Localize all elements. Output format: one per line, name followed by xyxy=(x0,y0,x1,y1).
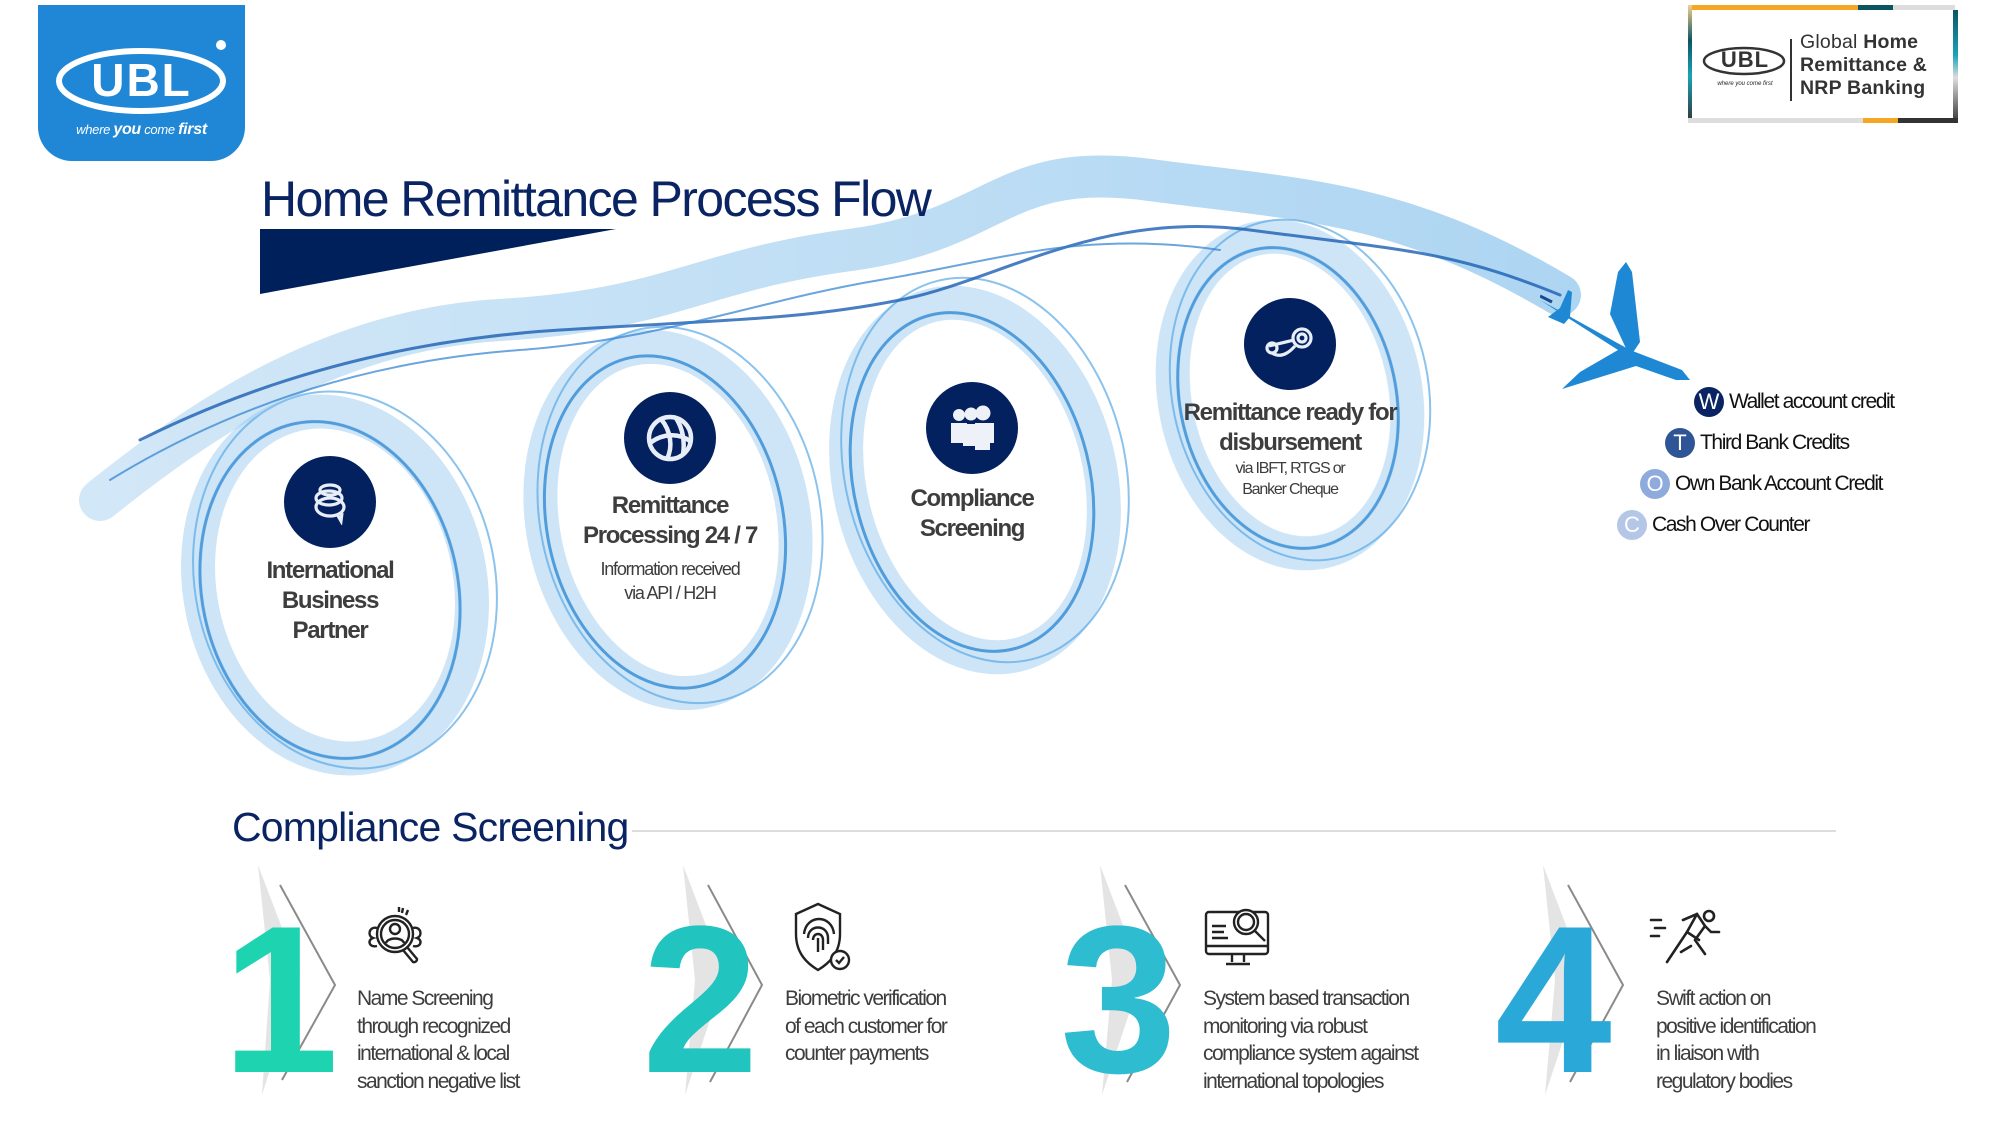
option-badge-t: T xyxy=(1665,428,1695,458)
badge-logo-swoosh-icon xyxy=(1702,46,1786,76)
badge-separator xyxy=(1790,39,1792,101)
step-description: Biometric verification of each customer … xyxy=(785,987,948,1065)
global-home-remittance-badge: UBL where you come first Global Home Rem… xyxy=(1688,5,1960,123)
flow-node-label: Compliance Screening xyxy=(910,485,1034,542)
option-label: Own Bank Account Credit xyxy=(1675,472,1883,495)
badge-tagline: where you come first xyxy=(1717,81,1773,87)
option-cash-over-counter: C Cash Over Counter xyxy=(1617,510,1811,540)
running-person-icon xyxy=(1649,909,1721,964)
section-divider xyxy=(632,830,1836,832)
badge-ubl-logo: UBL xyxy=(1720,47,1770,72)
fingerprint-shield-icon xyxy=(794,902,851,972)
ubl-tagline: where you come first xyxy=(76,121,207,138)
option-wallet-account-credit: W Wallet account credit xyxy=(1694,387,1895,417)
option-own-bank-account-credit: O Own Bank Account Credit xyxy=(1640,469,1883,499)
option-label: Cash Over Counter xyxy=(1652,513,1811,536)
step-chevrons xyxy=(258,865,1625,1095)
people-group-icon xyxy=(926,382,1018,474)
ubl-logo-mark-icon xyxy=(56,40,226,114)
name-search-icon xyxy=(368,907,422,964)
step-description: System based transaction monitoring via … xyxy=(1203,987,1419,1093)
option-label: Third Bank Credits xyxy=(1700,431,1850,454)
step-number: 1 xyxy=(222,882,339,1117)
badge-text: Global Home Remittance & NRP Banking xyxy=(1800,31,1928,99)
option-badge-c: C xyxy=(1617,510,1647,540)
step-description: Name Screening through recognized intern… xyxy=(357,987,520,1093)
option-badge-w: W xyxy=(1694,387,1724,417)
step-number: 4 xyxy=(1495,882,1612,1117)
flow-node-label: International Business Partner xyxy=(266,557,394,644)
airplane-icon xyxy=(1540,262,1690,389)
flow-node-label: Remittance ready for disbursement via IB… xyxy=(1183,399,1398,498)
monitor-search-icon xyxy=(1204,908,1270,966)
title-accent-wedge xyxy=(260,229,616,294)
flow-node-label: Remittance Processing 24 / 7 Information… xyxy=(582,492,758,603)
ubl-logo: UBL where you come first xyxy=(38,5,245,161)
option-badge-o: O xyxy=(1640,469,1670,499)
step-number: 3 xyxy=(1060,882,1177,1117)
step-number: 2 xyxy=(642,882,759,1117)
page-title: Home Remittance Process Flow xyxy=(261,171,932,227)
step-description: Swift action on positive identification … xyxy=(1656,987,1817,1093)
ubl-logo-text: UBL xyxy=(91,54,192,106)
chat-bubbles-icon xyxy=(284,456,376,548)
steam-link-icon xyxy=(1244,298,1336,390)
globe-ball-icon xyxy=(624,392,716,484)
option-label: Wallet account credit xyxy=(1729,390,1895,413)
compliance-section-title: Compliance Screening xyxy=(232,804,629,850)
option-third-bank-credits: T Third Bank Credits xyxy=(1665,428,1850,458)
